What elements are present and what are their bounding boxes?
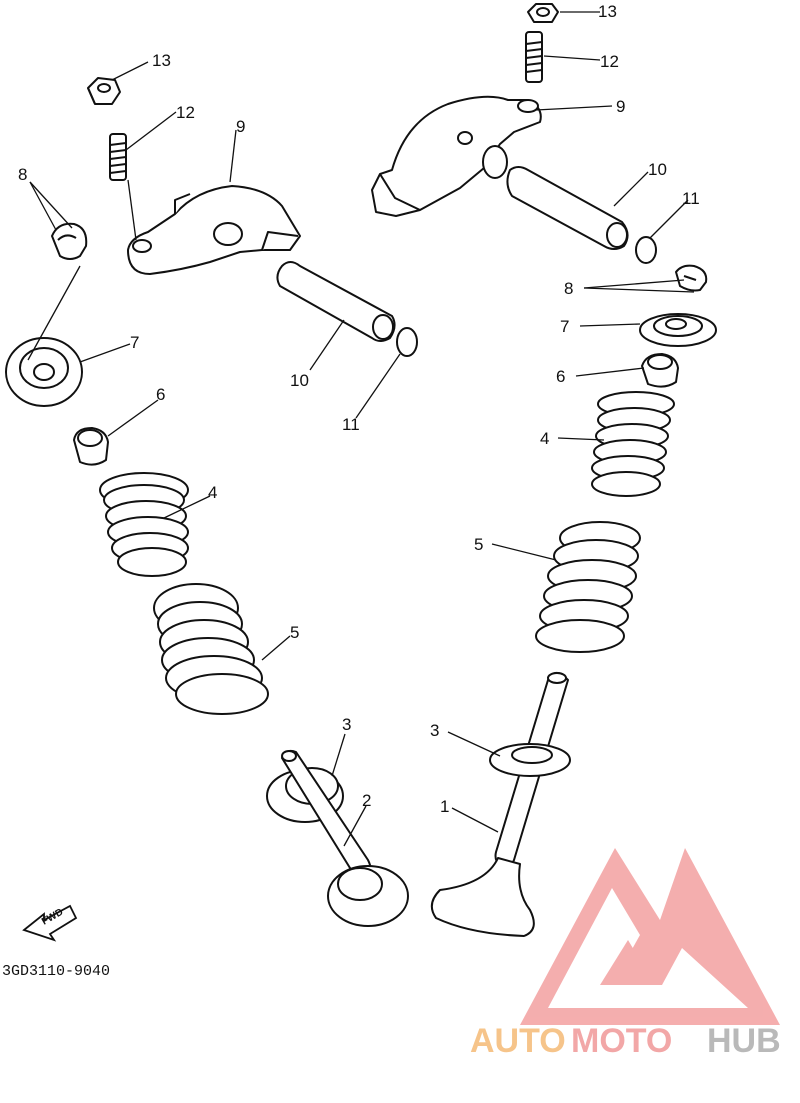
watermark-moto: MOTO: [571, 1022, 672, 1060]
callout-12-right: 12: [600, 52, 619, 71]
spring-retainer-left: [5, 337, 83, 407]
fwd-arrow-icon: [22, 904, 78, 942]
callout-11-left: 11: [342, 415, 360, 434]
valve-cotters-right: [675, 264, 708, 292]
nut-right: [527, 3, 559, 23]
callout-6-right: 6: [556, 367, 565, 386]
callout-4-left: 4: [208, 483, 217, 502]
callout-8-right: 8: [564, 279, 573, 298]
o-ring-left: [396, 327, 418, 357]
callout-7-right: 7: [560, 317, 569, 336]
valve-stem-seal-left: [73, 427, 109, 466]
outer-spring-right: [535, 521, 641, 653]
callout-6-left: 6: [156, 385, 165, 404]
outer-spring-left: [153, 583, 269, 715]
callout-9-right: 9: [616, 97, 625, 116]
callout-11-right: 11: [682, 189, 700, 208]
callout-9-left: 9: [236, 117, 245, 136]
valve-cotters-left: [51, 222, 88, 260]
rocker-arm-right: [371, 95, 542, 217]
intake-valve: [281, 749, 409, 927]
exhaust-valve: [430, 671, 569, 937]
adjusting-screw-left: [109, 133, 127, 181]
callout-10-right: 10: [648, 160, 667, 179]
callout-4-right: 4: [540, 429, 549, 448]
callout-1: 1: [440, 797, 449, 816]
callout-13-left: 13: [152, 51, 171, 70]
rocker-shaft-left: [276, 261, 396, 342]
watermark-auto: AUTO: [470, 1022, 566, 1060]
callout-5-right: 5: [474, 535, 483, 554]
drawing-code: 3GD3110-9040: [2, 963, 110, 980]
leader-lines: [27, 11, 695, 847]
inner-spring-left: [99, 472, 189, 577]
callout-13-right: 13: [598, 2, 617, 21]
automotohub-logo: [520, 848, 780, 1025]
callout-3-right: 3: [430, 721, 439, 740]
rocker-shaft-right: [506, 166, 629, 250]
nut-left: [87, 77, 121, 105]
callout-7-left: 7: [130, 333, 139, 352]
callout-2: 2: [362, 791, 371, 810]
spring-retainer-right: [639, 313, 717, 347]
callout-10-left: 10: [290, 371, 309, 390]
rocker-arm-left: [127, 185, 301, 275]
spring-seat-right: [489, 743, 571, 777]
inner-spring-right: [591, 391, 675, 497]
watermark-hub: HUB: [707, 1022, 781, 1060]
callout-3-left: 3: [342, 715, 351, 734]
adjusting-screw-right: [525, 31, 543, 83]
valve-stem-seal-right: [641, 353, 679, 388]
callout-12-left: 12: [176, 103, 195, 122]
o-ring-right: [635, 236, 657, 264]
callout-8-left: 8: [18, 165, 27, 184]
callout-5-left: 5: [290, 623, 299, 642]
